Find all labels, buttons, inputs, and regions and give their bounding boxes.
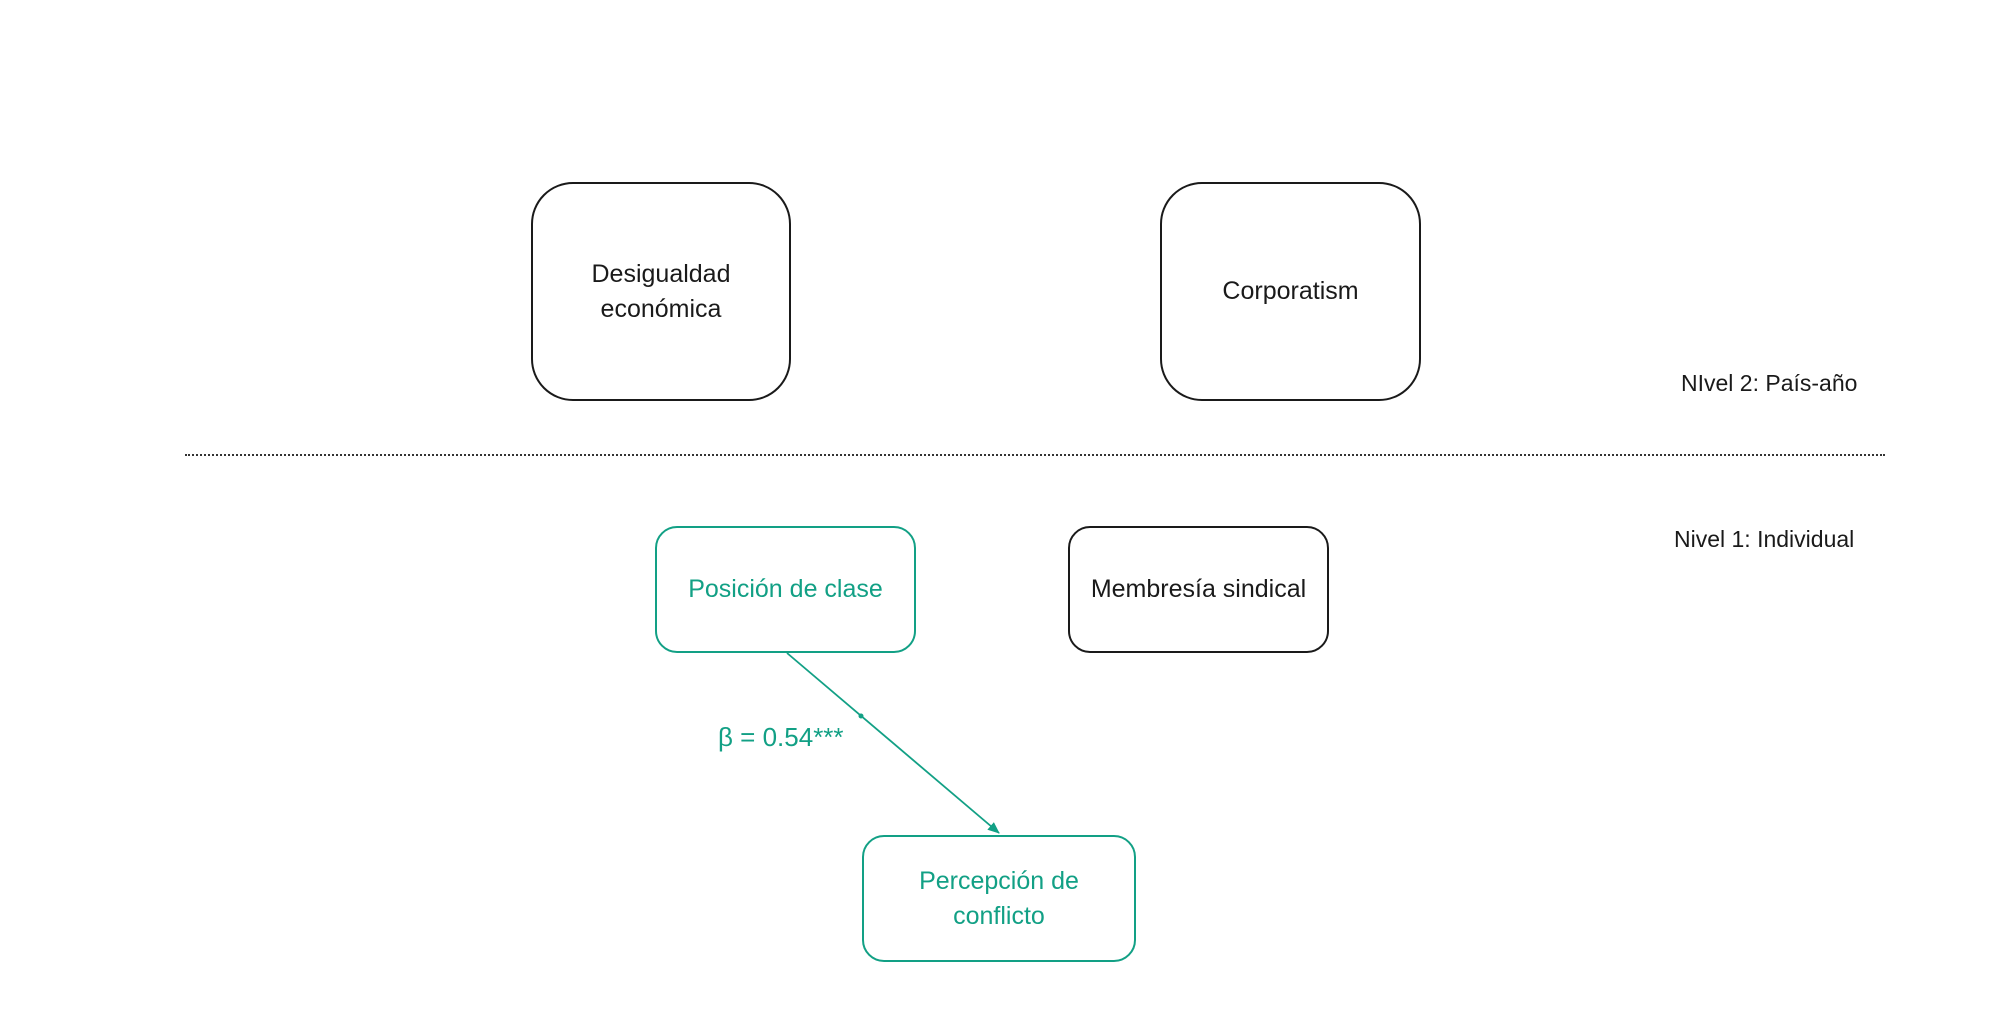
edge-midpoint-dot xyxy=(858,713,864,719)
node-label: Corporatism xyxy=(1222,277,1359,305)
node-label: Percepción de conflicto xyxy=(919,866,1079,930)
level-1-label: Nivel 1: Individual xyxy=(1674,526,1855,552)
edge-coefficient-label: β = 0.54*** xyxy=(718,722,844,752)
node-label: Membresía sindical xyxy=(1090,575,1307,603)
node-posicion-de-clase: Posición de clase xyxy=(655,526,916,653)
level-divider xyxy=(185,454,1885,456)
node-label: Posición de clase xyxy=(688,575,883,603)
edge-posicion-to-percepcion xyxy=(786,652,1000,834)
node-membresia-sindical: Membresía sindical xyxy=(1068,526,1329,653)
level-2-label: NIvel 2: País-año xyxy=(1681,370,1858,396)
node-percepcion-de-conflicto: Percepción de conflicto xyxy=(862,835,1136,962)
node-desigualdad-economica: Desigualdad económica xyxy=(531,182,791,401)
node-label: Desigualdad económica xyxy=(591,259,731,323)
node-corporatism: Corporatism xyxy=(1160,182,1421,401)
